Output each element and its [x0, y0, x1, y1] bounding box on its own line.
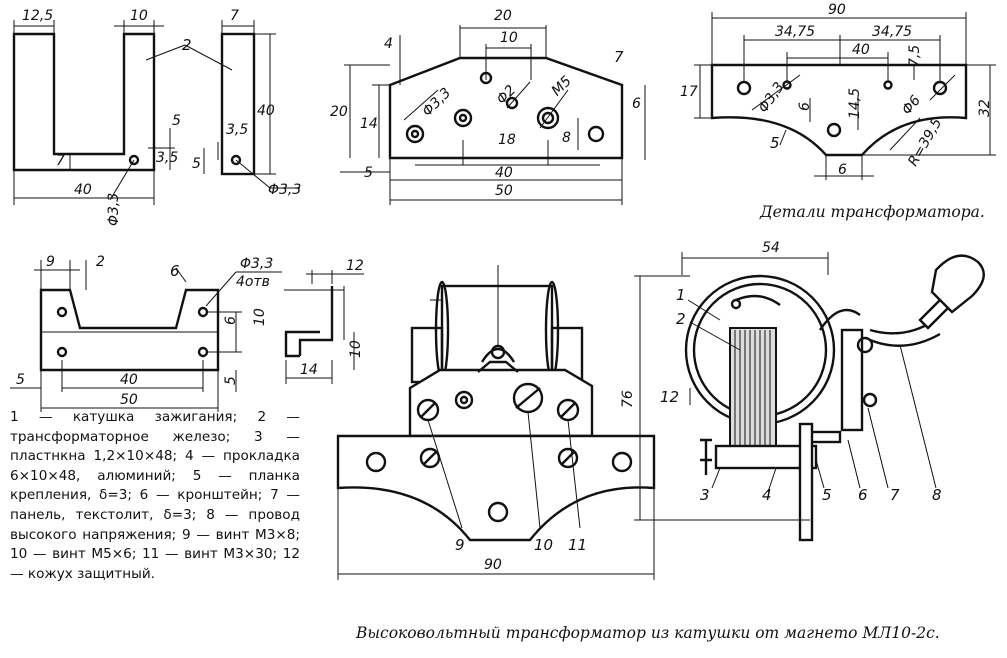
- dim-label: 6: [797, 102, 813, 111]
- dim-label: 3,5: [226, 122, 248, 138]
- callout-12: 12: [660, 388, 679, 406]
- dim-label: 40: [120, 372, 138, 388]
- dim-label: 10: [252, 308, 268, 326]
- callout-label: 7: [614, 48, 624, 66]
- part-7-panel: 20 10 4 20 14 Φ3,3 Φ2 M5 7 6 18 8 40 5 5…: [330, 8, 646, 205]
- dim-label: 5: [172, 113, 181, 129]
- callout-label: 2: [182, 36, 192, 54]
- dim-label: 12: [346, 258, 364, 274]
- dim-label: Φ3,3: [419, 85, 454, 120]
- dim-label: 4: [384, 36, 393, 52]
- dim-label: 14,5: [847, 88, 863, 119]
- dim-label: 90: [828, 2, 846, 18]
- dim-label: 10: [130, 8, 148, 24]
- callout-1: 1: [676, 286, 686, 304]
- caption-details: Детали трансформатора.: [760, 203, 985, 221]
- callout-label: 6: [170, 262, 180, 280]
- dim-label: Φ2: [494, 82, 519, 107]
- dim-label: 40: [74, 182, 92, 198]
- dim-label: 9: [46, 254, 55, 270]
- caption-main: Высоковольтный трансформатор из катушки …: [356, 624, 940, 642]
- part-5-mounting-bar: 90 34,75 34,75 40 7,5 17 Φ3,3 6 14,5 Φ6 …: [680, 2, 996, 180]
- dim-label: 7: [56, 153, 65, 169]
- dim-label: 6: [838, 162, 847, 178]
- dim-label: 4отв: [236, 274, 270, 290]
- callout-7: 7: [890, 486, 900, 504]
- dim-label: 2: [96, 254, 105, 270]
- dim-label: 10: [500, 30, 518, 46]
- dim-label: 3,5: [156, 150, 178, 166]
- assembly-front-view: 90 9 10 11: [336, 265, 656, 580]
- dim-label: 17: [680, 84, 698, 100]
- parts-legend: 1 — катушка зажигания; 2 — трансформатор…: [10, 409, 300, 582]
- dim-label: 6: [632, 96, 641, 112]
- dim-label: 20: [494, 8, 512, 24]
- dim-label: 10: [348, 340, 364, 358]
- callout-6: 6: [858, 486, 868, 504]
- callout-9: 9: [455, 536, 465, 554]
- callout-8: 8: [932, 486, 942, 504]
- assembly-side-view: 54 76 1 2 3 4 5 6 7 8 12: [620, 240, 985, 542]
- dim-label: 12,5: [22, 8, 53, 24]
- dim-label: 14: [300, 362, 318, 378]
- dim-label: 76: [620, 390, 636, 408]
- dim-label: 8: [562, 130, 571, 146]
- callout-11: 11: [568, 536, 587, 554]
- dim-label: M5: [549, 73, 575, 99]
- dim-label: 20: [330, 104, 348, 120]
- dim-label: 5: [364, 165, 373, 181]
- dim-label: 90: [484, 557, 502, 573]
- dim-label: 50: [120, 392, 138, 408]
- dim-label: 5: [16, 372, 25, 388]
- dim-label: 32: [977, 99, 993, 117]
- dim-label: 34,75: [872, 24, 912, 40]
- part-6-bracket: 9 2 6 Φ3,3 4отв 6 5 40 5 50 12 10 10 14: [10, 254, 364, 412]
- dim-label: 5: [223, 376, 239, 385]
- dim-label: Φ6: [899, 92, 924, 118]
- dim-label: 5: [192, 156, 201, 172]
- dim-label: 50: [495, 183, 513, 199]
- callout-5: 5: [822, 486, 832, 504]
- part-2-transformer-iron: 12,5 10 7 2 40 5 3,5 3,5 7 5 40 Φ3,3 Φ3,…: [12, 8, 301, 226]
- dim-label: 40: [257, 103, 275, 119]
- dim-label: 6: [223, 316, 239, 325]
- dim-label: 14: [360, 116, 378, 132]
- dim-label: 7: [230, 8, 239, 24]
- dim-label: Φ3,3: [240, 256, 273, 272]
- dim-label: 7,5: [907, 45, 923, 67]
- callout-2: 2: [676, 310, 686, 328]
- dim-label: 34,75: [775, 24, 815, 40]
- callout-10: 10: [534, 536, 553, 554]
- callout-3: 3: [700, 486, 710, 504]
- callout-4: 4: [762, 486, 772, 504]
- callout-label: 5: [770, 134, 780, 152]
- dim-label: Φ3,3: [106, 193, 122, 226]
- dim-label: 40: [852, 42, 870, 58]
- dim-label: 54: [762, 240, 780, 256]
- dim-label: 18: [498, 132, 516, 148]
- dim-label: 40: [495, 165, 513, 181]
- dim-label: Φ3,3: [268, 182, 301, 198]
